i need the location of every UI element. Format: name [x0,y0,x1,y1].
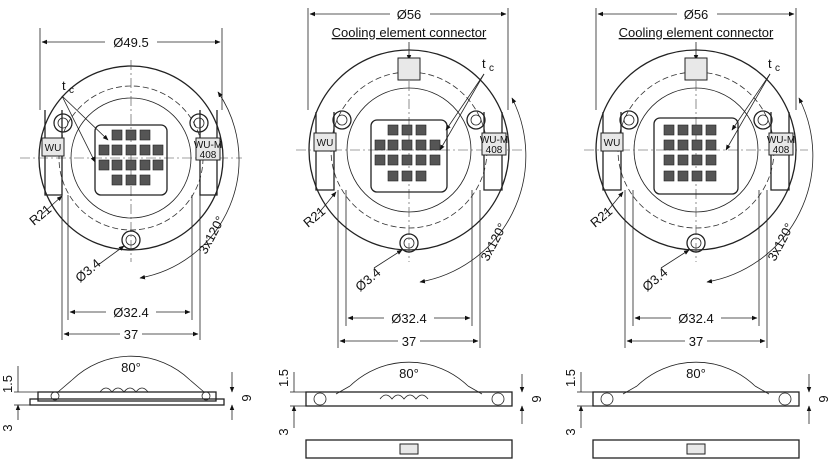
view-3-top: Ø56 Cooling element connector WU WU-M 40… [584,5,814,349]
view-3-outer-diameter: Ø56 [684,7,709,22]
view-1-outer-diameter: Ø49.5 [113,35,148,50]
view-1-badge-right-bottom: 408 [200,150,217,161]
view-2-badge-right-bottom: 408 [486,145,503,156]
view-2-width: 37 [402,334,416,349]
view-3-inner-diameter: Ø32.4 [678,311,713,326]
view-1-side: 80° 1.5 3 6 [0,355,254,432]
view-1-outer-diameter-dim: Ø49.5 [39,28,223,110]
view-3-side-top-thickness: 1.5 [563,369,578,387]
view-3-badge-left: WU [604,138,621,149]
view-3-badge-right-bottom: 408 [773,145,790,156]
view-2-radius: R21 [300,203,328,230]
view-2-pad-grid [374,124,441,182]
view-1-side-bottom-thickness: 3 [0,424,15,431]
view-2-side: 80° 1.5 3 6 [276,361,544,459]
view-2-outer-diameter: Ø56 [397,7,422,22]
view-3-side-angle: 80° [686,366,706,381]
view-2-side-top-thickness: 1.5 [276,369,291,387]
view-3-hole: Ø3.4 [639,265,670,295]
view-2-tc-sub: c [489,63,494,74]
view-1-inner-diameter: Ø32.4 [113,305,148,320]
view-2-connector-label: Cooling element connector [332,25,487,40]
view-3-pad-grid [663,124,717,182]
view-1-radius: R21 [26,201,54,228]
view-3-side-bottom-thickness: 3 [563,428,578,435]
view-3-radius: R21 [587,203,615,230]
view-3-connector-label: Cooling element connector [619,25,774,40]
view-2-tc-label: t [482,56,486,71]
view-3-tc-label: t [768,56,772,71]
view-3-side-height: 6 [816,395,831,402]
view-3-width: 37 [689,334,703,349]
view-1-width: 37 [124,327,138,342]
view-2-angle: 3x120° [477,220,509,263]
view-1-side-height: 6 [239,394,254,401]
view-3-side: 80° 1.5 3 6 [563,361,831,459]
view-2-inner-diameter: Ø32.4 [391,311,426,326]
view-3-angle: 3x120° [764,220,796,263]
view-1-side-angle: 80° [121,360,141,375]
view-2-badge-left: WU [317,138,334,149]
view-2-side-bottom-thickness: 3 [276,428,291,435]
view-2-side-height: 6 [529,395,544,402]
view-2-top: Ø56 Cooling element connector WU WU-M 40… [296,5,527,349]
view-1-top: Ø49.5 WU WU-M 408 t c [20,28,242,342]
view-1-hole: Ø3.4 [72,256,103,286]
view-3-tc-sub: c [775,63,780,74]
view-2-hole: Ø3.4 [352,265,383,295]
view-1-tc-sub: c [69,85,74,96]
view-1-badge-left: WU [45,143,62,154]
view-1-tc-label: t [62,78,66,93]
view-2-side-angle: 80° [399,366,419,381]
view-1-side-top-thickness: 1.5 [0,375,15,393]
